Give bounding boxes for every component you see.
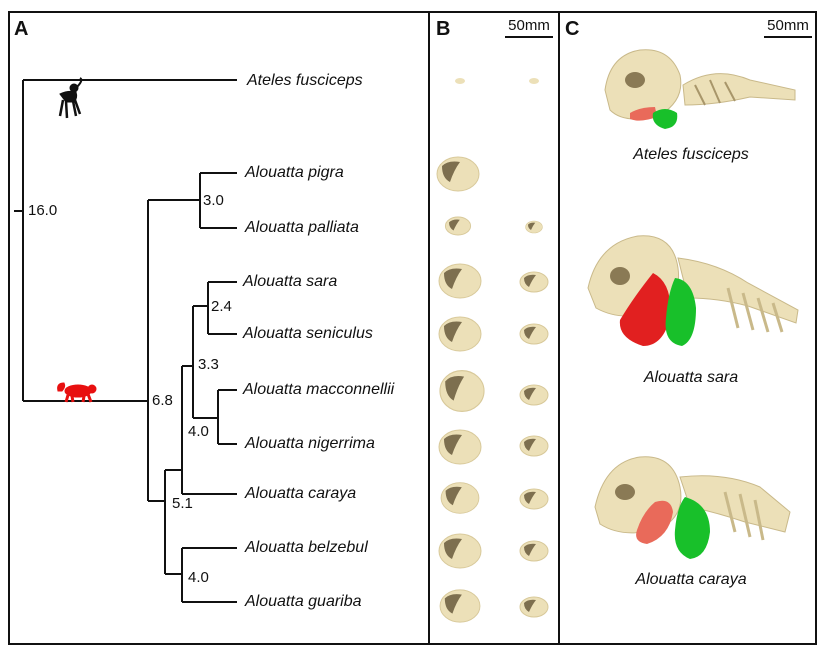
panel-label-b: B (436, 18, 451, 40)
hyoid-row (439, 589, 549, 623)
scale-bar-b: 50mm (505, 17, 553, 38)
taxon-label: Alouatta macconnellii (243, 381, 395, 398)
taxon-label: Alouatta palliata (245, 219, 359, 236)
skull-render-caraya (594, 456, 791, 559)
node-age-belzebul-guariba: 4.0 (188, 569, 209, 586)
taxon-label: Alouatta pigra (245, 164, 344, 181)
panel-divider-bc (558, 11, 560, 645)
taxon-label: Ateles fusciceps (247, 72, 363, 89)
panel-divider-ab (428, 11, 430, 645)
taxon-label: Alouatta belzebul (245, 539, 368, 556)
hyoid-ateles (455, 78, 539, 84)
node-age-pigra-palliata: 3.0 (203, 192, 224, 209)
scale-bar-c: 50mm (764, 17, 812, 38)
howler-monkey-silhouette-icon (57, 382, 97, 403)
hyoid-row (438, 533, 549, 569)
taxon-label: Alouatta seniculus (243, 325, 373, 342)
hyoid-row (436, 156, 480, 192)
scale-bar-c-label: 50mm (767, 17, 809, 34)
node-age-sara-seniculus: 2.4 (211, 298, 232, 315)
skull-caption: Alouatta sara (643, 369, 739, 386)
taxon-label: Alouatta guariba (245, 593, 362, 610)
taxon-label: Alouatta nigerrima (245, 435, 375, 452)
skull-caption: Alouatta caraya (635, 571, 747, 588)
hyoid-row (444, 216, 543, 236)
node-age-caraya-split: 5.1 (172, 495, 193, 512)
hyoid-row (438, 316, 549, 352)
hyoid-row (439, 370, 549, 412)
panel-label-c: C (565, 18, 580, 40)
node-age-northern-clade: 3.3 (198, 356, 219, 373)
scale-bar-b-line (505, 36, 553, 38)
hyoid-bone-column (436, 78, 549, 623)
skull-caption: Ateles fusciceps (633, 146, 749, 163)
taxon-label: Alouatta caraya (245, 485, 357, 502)
hyoid-row (438, 263, 549, 299)
hyoid-row (438, 429, 549, 465)
node-age-root: 16.0 (28, 202, 58, 219)
skull-render-sara (587, 235, 799, 346)
node-age-alouatta: 6.8 (152, 392, 173, 409)
spider-monkey-silhouette-icon (58, 77, 83, 119)
skull-render-ateles (604, 49, 796, 129)
taxon-label: Alouatta sara (243, 273, 338, 290)
scale-bar-b-label: 50mm (508, 17, 550, 34)
scale-bar-c-line (764, 36, 812, 38)
panel-label-a: A (14, 18, 29, 40)
node-age-macconnellii-nigerrima: 4.0 (188, 423, 209, 440)
hyoid-row (440, 482, 549, 514)
figure-frame (8, 11, 817, 645)
